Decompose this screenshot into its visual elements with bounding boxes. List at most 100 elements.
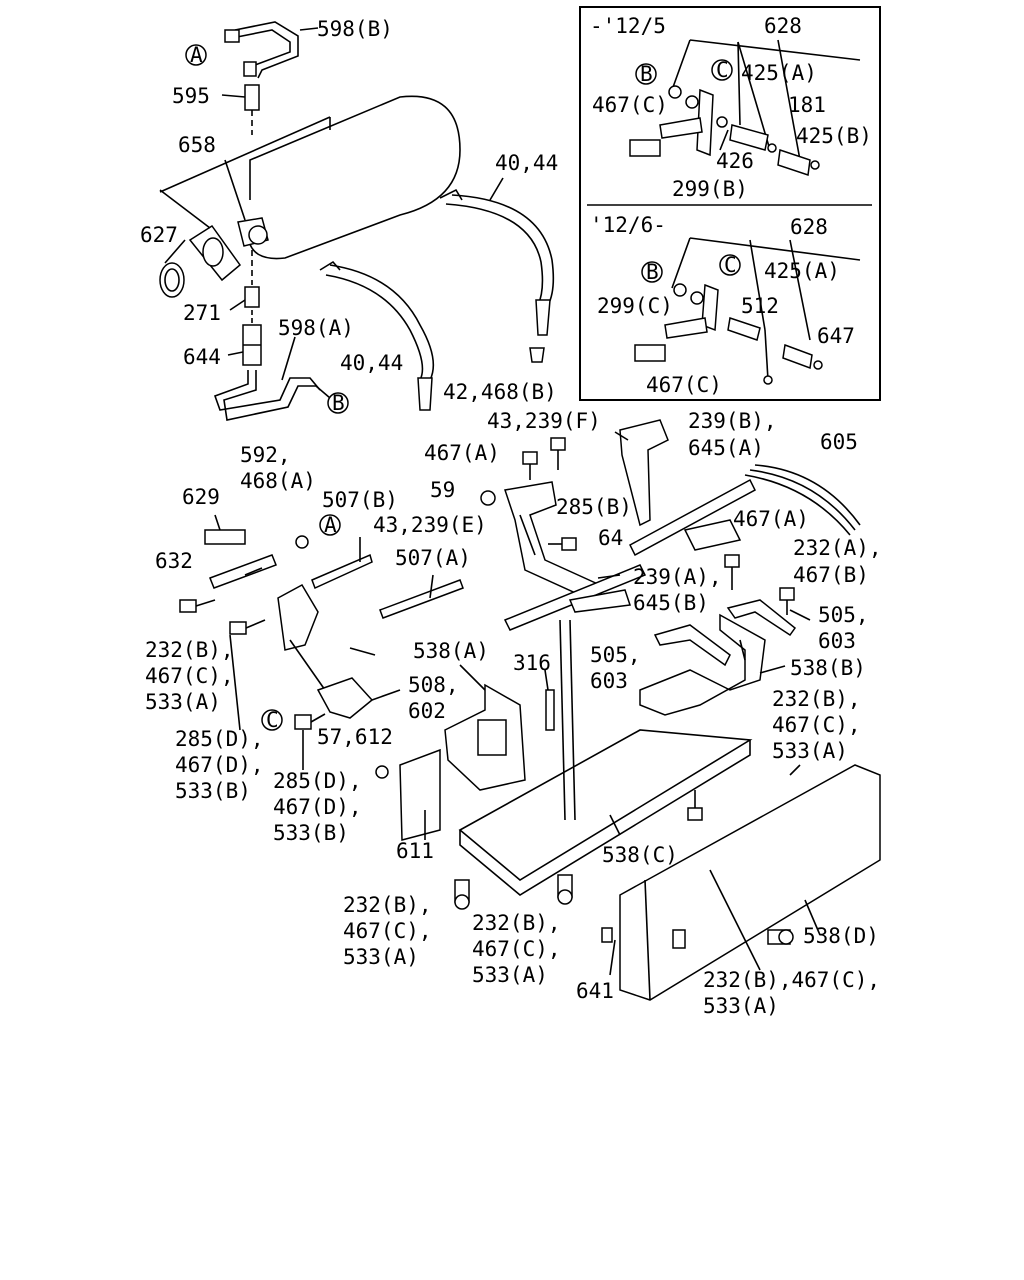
callout-641: 641 (576, 979, 614, 1003)
callout-271: 271 (183, 301, 221, 325)
bolt-285b (550, 437, 566, 470)
callout-644: 644 (183, 345, 221, 369)
plate-611 (399, 748, 441, 841)
inset-bot-647: 647 (817, 324, 855, 348)
bracket-645a (683, 519, 742, 551)
inset-bot-628: 628 (790, 215, 828, 239)
svg-text:A: A (190, 43, 203, 67)
bolt-232b-bottom-left (454, 879, 470, 910)
callout-467b: 467(B) (793, 563, 869, 587)
inset-bot-299c: 299(C) (597, 294, 673, 318)
callout-285d-1: 285(D), (175, 727, 264, 751)
callout-232b-3: 232(B), (343, 893, 432, 917)
bracket-505-603-right (726, 599, 797, 637)
svg-text:C: C (724, 253, 737, 277)
marker-b-bottom: B (327, 391, 349, 415)
pipe-598b (224, 21, 319, 79)
inset-bot-425a: 425(A) (764, 259, 840, 283)
fitting-595 (221, 84, 260, 135)
nut-468a (295, 535, 309, 549)
rod-507a (379, 574, 464, 619)
callout-467c-2: 467(C), (772, 713, 861, 737)
callout-629: 629 (182, 485, 220, 509)
rod-507b (311, 537, 373, 590)
callout-507a: 507(A) (395, 546, 471, 570)
frame-538c (458, 619, 753, 896)
callout-533a-4: 533(A) (472, 963, 548, 987)
callout-labels: 598(B) 595 658 627 271 644 598(A) 40,44 … (140, 17, 882, 1018)
inset-top-425b: 425(B) (796, 124, 872, 148)
callout-232b-1: 232(B), (145, 638, 234, 662)
callout-508: 508, (408, 673, 459, 697)
fitting-629 (204, 514, 246, 545)
bolt-232b-left (179, 599, 216, 613)
svg-text:A: A (324, 513, 337, 537)
inset-top-299b: 299(B) (672, 177, 748, 201)
callout-232b-4: 232(B), (472, 911, 561, 935)
callout-232b-2: 232(B), (772, 687, 861, 711)
callout-538c: 538(C) (602, 843, 678, 867)
callout-505-1: 505, (818, 603, 869, 627)
marker-a-mid: A (319, 513, 341, 537)
bracket-239f (614, 419, 669, 527)
callout-533b-1: 533(B) (175, 779, 251, 803)
inset-top-628: 628 (764, 14, 802, 38)
marker-a-top: A (185, 43, 207, 67)
fitting-644 (227, 310, 262, 366)
svg-text:B: B (640, 62, 653, 86)
callout-632: 632 (155, 549, 193, 573)
bolt-232a (779, 587, 795, 615)
bracket-627 (159, 189, 242, 298)
callout-4044-top: 40,44 (495, 151, 558, 175)
callout-627: 627 (140, 223, 178, 247)
callout-533a-3: 533(A) (343, 945, 419, 969)
pipe-598a (213, 336, 331, 421)
callout-505-2: 505, (590, 643, 641, 667)
marker-c-inset-bottom: C (719, 253, 741, 277)
callout-507b: 507(B) (322, 488, 398, 512)
callout-645a: 645(A) (688, 436, 764, 460)
nut-59 (480, 490, 496, 506)
callout-467c-4: 467(C), (472, 937, 561, 961)
marker-b-inset-bottom: B (641, 260, 663, 284)
bolt-467a-right (724, 554, 740, 590)
svg-text:B: B (332, 391, 345, 415)
callout-533a-5: 533(A) (703, 994, 779, 1018)
callout-533b-2: 533(B) (273, 821, 349, 845)
callout-592: 592, (240, 443, 291, 467)
bolt-64 (548, 537, 577, 551)
bolt-232b-bottom-mid (557, 874, 573, 905)
callout-595: 595 (172, 84, 210, 108)
bracket-508 (316, 677, 401, 719)
callout-43239e: 43,239(E) (373, 513, 487, 537)
callout-42468b: 42,468(B) (443, 380, 557, 404)
inset-box (579, 6, 881, 401)
callout-605: 605 (820, 430, 858, 454)
bolt-285d-mid (294, 713, 326, 770)
bracket-645b (568, 589, 632, 613)
marker-b-inset-top: B (635, 62, 657, 86)
callout-611: 611 (396, 839, 434, 863)
callout-598b: 598(B) (317, 17, 393, 41)
callout-4044-mid: 40,44 (340, 351, 403, 375)
callout-598a: 598(A) (278, 316, 354, 340)
callout-467a-2: 467(A) (733, 507, 809, 531)
fitting-271 (229, 250, 260, 311)
inset-labels: -'12/5 628 425(A) 181 425(B) 467(C) 426 … (590, 14, 872, 397)
bracket-239e (504, 481, 602, 596)
callout-232a: 232(A), (793, 536, 882, 560)
svg-text:B: B (646, 260, 659, 284)
bolt-232b-bottom-right (767, 929, 794, 945)
callout-645b: 645(B) (633, 591, 709, 615)
callout-538b: 538(B) (790, 656, 866, 680)
hose-40-44-right (439, 177, 555, 363)
bolt-232b-mid (687, 790, 703, 821)
valve-658 (224, 159, 269, 247)
callout-59: 59 (430, 478, 455, 502)
callout-57612: 57,612 (317, 725, 393, 749)
callout-239a: 239(A), (633, 565, 722, 589)
inset-top-467c: 467(C) (592, 93, 668, 117)
inset-top-426: 426 (716, 149, 754, 173)
callout-658: 658 (178, 133, 216, 157)
callout-467a-1: 467(A) (424, 441, 500, 465)
